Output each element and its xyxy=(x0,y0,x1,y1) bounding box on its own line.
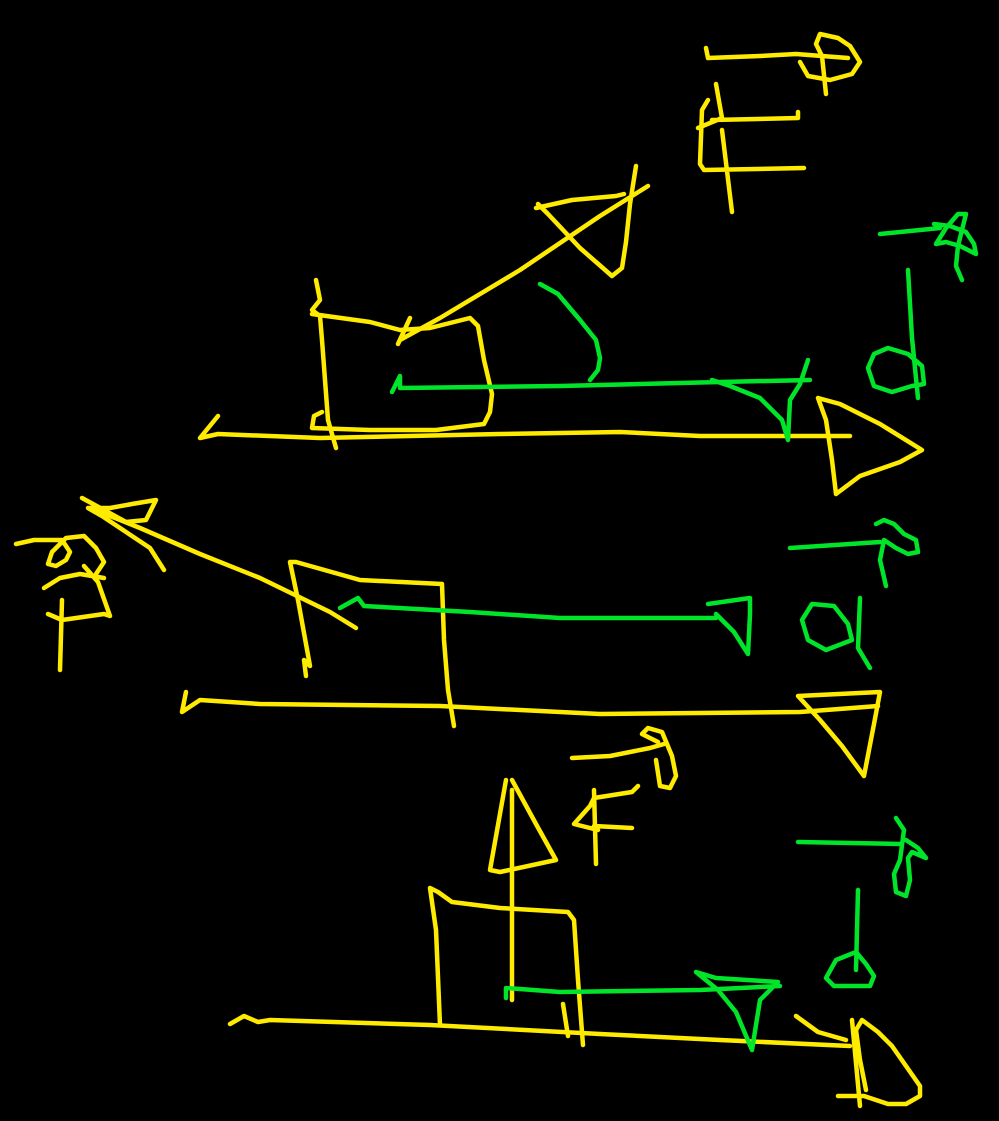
block xyxy=(309,277,495,451)
displacement-arrow xyxy=(337,595,753,657)
displacement-label xyxy=(799,595,873,671)
displacement-arrow xyxy=(389,357,813,443)
force-vector-bar-icon xyxy=(569,725,679,791)
displacement-vector-bar-icon xyxy=(877,211,979,283)
panel-middle xyxy=(13,495,921,779)
ground-arrowhead-icon xyxy=(815,395,925,497)
force-arrow xyxy=(79,495,359,631)
angle-arc xyxy=(537,281,603,383)
displacement-arrow xyxy=(503,969,783,1053)
displacement-vector-bar-icon xyxy=(795,815,929,899)
force-arrow xyxy=(487,777,559,1003)
block xyxy=(427,885,586,1048)
displacement-label xyxy=(823,887,877,989)
panel-bottom xyxy=(227,725,929,1109)
tail-marker xyxy=(793,1013,923,1109)
ground-line xyxy=(227,1013,853,1049)
ground-line xyxy=(197,413,853,441)
force-vector-bar-icon xyxy=(703,31,863,97)
displacement-vector-bar-icon xyxy=(787,517,921,589)
force-label xyxy=(571,783,641,867)
displacement-label xyxy=(865,267,927,401)
ground-arrowhead-icon xyxy=(795,689,883,779)
force-arrow xyxy=(395,163,651,347)
force-label xyxy=(13,533,113,673)
force-label xyxy=(695,81,807,215)
block xyxy=(287,559,457,729)
panel-top xyxy=(197,31,979,497)
ground-line xyxy=(179,689,881,717)
